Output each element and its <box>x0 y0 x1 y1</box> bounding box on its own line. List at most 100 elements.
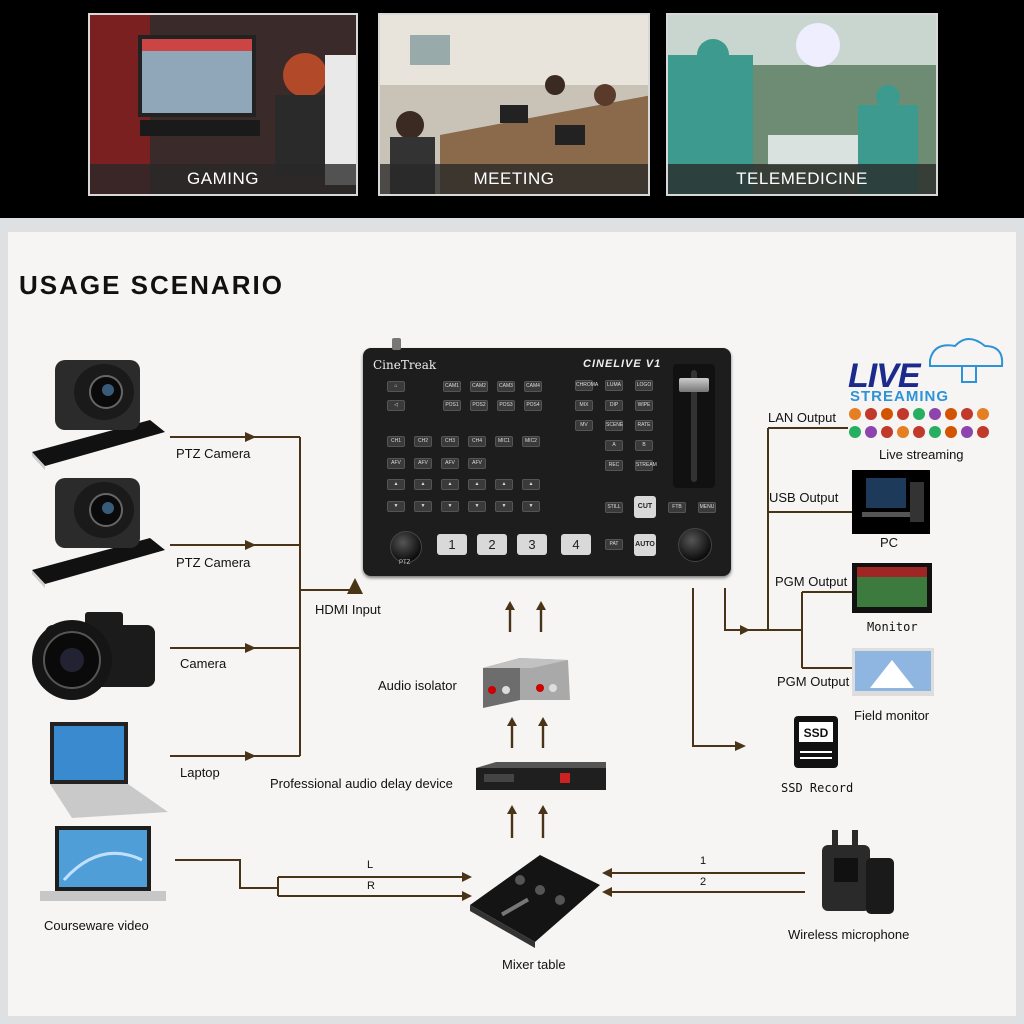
mixer-table-label: Mixer table <box>502 957 566 972</box>
ptz-camera-2-label: PTZ Camera <box>176 555 251 570</box>
mic-channel-2-label: 2 <box>700 876 707 888</box>
logo-key[interactable]: LOGO <box>635 380 653 391</box>
cam1-key[interactable]: CAM1 <box>443 381 461 392</box>
laptop-label: Laptop <box>180 765 220 780</box>
left-channel-label: L <box>367 859 374 871</box>
vol-up-key-5[interactable]: ▲ <box>495 479 513 490</box>
rate-key[interactable]: RATE <box>635 420 653 431</box>
rec-key[interactable]: REC <box>605 460 623 471</box>
pat-key[interactable]: PAT <box>605 539 623 550</box>
chroma-key[interactable]: CHROMA <box>575 380 598 391</box>
input-3-button[interactable]: 3 <box>517 534 547 555</box>
audio-up-arrows <box>508 608 545 838</box>
afv1-key[interactable]: AFV <box>387 458 405 469</box>
ptz-joystick[interactable] <box>390 531 422 563</box>
input-2-button[interactable]: 2 <box>477 534 507 555</box>
menu-rotary-knob[interactable] <box>678 528 712 562</box>
vol-up-key-3[interactable]: ▲ <box>441 479 459 490</box>
audio-key[interactable]: ◁ <box>387 400 405 411</box>
ptz-camera-1-label: PTZ Camera <box>176 446 251 461</box>
vol-down-key-1[interactable]: ▼ <box>387 501 405 512</box>
ftb-key[interactable]: FTB <box>668 502 686 513</box>
a-key[interactable]: A <box>605 440 623 451</box>
cam3-key[interactable]: CAM3 <box>497 381 515 392</box>
ptz-label: PTZ <box>399 560 411 566</box>
vol-up-key-1[interactable]: ▲ <box>387 479 405 490</box>
input-lines <box>170 436 363 757</box>
mv-key[interactable]: MV <box>575 420 593 431</box>
courseware-label: Courseware video <box>44 918 149 933</box>
meeting-photo: MEETING <box>378 13 650 196</box>
afv2-key[interactable]: AFV <box>414 458 432 469</box>
wireless-microphone-label: Wireless microphone <box>788 927 910 942</box>
afv4-key[interactable]: AFV <box>468 458 486 469</box>
lan-output-label: LAN Output <box>768 410 836 425</box>
stream-key[interactable]: STREAM <box>635 460 657 471</box>
cam4-key[interactable]: CAM4 <box>524 381 542 392</box>
vol-down-key-4[interactable]: ▼ <box>468 501 486 512</box>
pc-label: PC <box>880 535 899 550</box>
afv3-key[interactable]: AFV <box>441 458 459 469</box>
pos4-key[interactable]: POS4 <box>524 400 542 411</box>
pos3-key[interactable]: POS3 <box>497 400 515 411</box>
cinelive-v1-switcher: CineTreak CINELIVE V1 ⌂ ◁ CAM1 CAM2 CAM3… <box>363 348 731 576</box>
input-4-button[interactable]: 4 <box>561 534 591 555</box>
input-1-button[interactable]: 1 <box>437 534 467 555</box>
gaming-caption: GAMING <box>90 164 356 194</box>
mixer-table-icon <box>470 855 600 948</box>
vol-down-key-6[interactable]: ▼ <box>522 501 540 512</box>
auto-button[interactable]: AUTO <box>634 534 656 556</box>
meeting-caption: MEETING <box>380 164 648 194</box>
wipe-key[interactable]: WIPE <box>635 400 653 411</box>
pc-icon <box>852 470 930 534</box>
luma-key[interactable]: LUMA <box>605 380 623 391</box>
pgm-output-1-label: PGM Output <box>775 574 848 589</box>
pgm-output-2-label: PGM Output <box>777 674 850 689</box>
monitor-label: Monitor <box>867 620 918 634</box>
mix-key[interactable]: MIX <box>575 400 593 411</box>
pos2-key[interactable]: POS2 <box>470 400 488 411</box>
mic2-key[interactable]: MIC2 <box>522 436 540 447</box>
ch1-key[interactable]: CH1 <box>387 436 405 447</box>
courseware-laptop-icon <box>40 826 166 901</box>
vol-up-key-6[interactable]: ▲ <box>522 479 540 490</box>
ch2-key[interactable]: CH2 <box>414 436 432 447</box>
audio-isolator-label: Audio isolator <box>378 678 457 693</box>
scene-key[interactable]: SCENE <box>605 420 623 431</box>
t-bar-handle[interactable] <box>679 377 709 392</box>
audio-delay-device-icon <box>476 762 606 790</box>
camera-label: Camera <box>180 656 227 671</box>
ch4-key[interactable]: CH4 <box>468 436 486 447</box>
t-bar-fader[interactable] <box>673 364 715 488</box>
streaming-logo-text: STREAMING <box>850 388 949 405</box>
vol-down-key-5[interactable]: ▼ <box>495 501 513 512</box>
antenna-connector <box>392 338 401 350</box>
mic1-key[interactable]: MIC1 <box>495 436 513 447</box>
monitor-icon <box>852 563 932 613</box>
still-key[interactable]: STILL <box>605 502 623 513</box>
dslr-camera-icon <box>32 612 155 700</box>
usb-output-label: USB Output <box>769 490 839 505</box>
vol-down-key-2[interactable]: ▼ <box>414 501 432 512</box>
ssd-record-label: SSD Record <box>781 781 854 795</box>
mic-channel-1-label: 1 <box>700 855 707 867</box>
pos1-key[interactable]: POS1 <box>443 400 461 411</box>
home-key[interactable]: ⌂ <box>387 381 405 392</box>
audio-isolator-icon <box>483 658 570 708</box>
output-lines <box>692 427 852 747</box>
dip-key[interactable]: DIP <box>605 400 623 411</box>
vol-up-key-4[interactable]: ▲ <box>468 479 486 490</box>
vol-up-key-2[interactable]: ▲ <box>414 479 432 490</box>
b-key[interactable]: B <box>635 440 653 451</box>
menu-key[interactable]: MENU <box>698 502 716 513</box>
field-monitor-icon <box>852 648 934 696</box>
telemedicine-photo: TELEMEDICINE <box>666 13 938 196</box>
audio-delay-label: Professional audio delay device <box>270 776 453 791</box>
cam2-key[interactable]: CAM2 <box>470 381 488 392</box>
ch3-key[interactable]: CH3 <box>441 436 459 447</box>
cut-button[interactable]: CUT <box>634 496 656 518</box>
ssd-icon <box>794 716 838 768</box>
hdmi-feed <box>300 578 363 594</box>
live-logo-text: LIVE <box>848 357 921 395</box>
vol-down-key-3[interactable]: ▼ <box>441 501 459 512</box>
